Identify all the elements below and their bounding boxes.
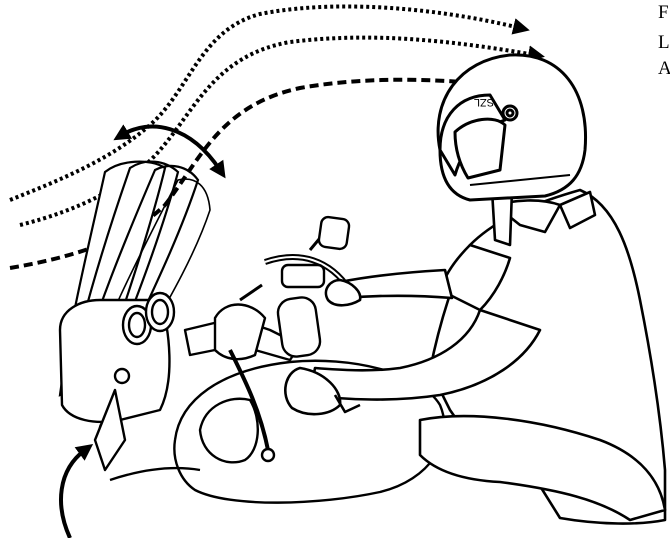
rider: [284, 188, 667, 525]
edge-letter-3: A: [658, 58, 670, 79]
adjust-arc-arrow: [113, 124, 226, 179]
edge-letter-2: L: [658, 32, 670, 53]
motorcycle: [58, 215, 446, 504]
airflow-line-upper: [9, 4, 530, 202]
helmet: [436, 53, 588, 202]
edge-letter-1: F: [658, 2, 669, 23]
incoming-air-arrow: [59, 443, 94, 538]
airflow-line-middle: [19, 35, 545, 227]
helmet-brand-text: SZL: [474, 96, 494, 108]
